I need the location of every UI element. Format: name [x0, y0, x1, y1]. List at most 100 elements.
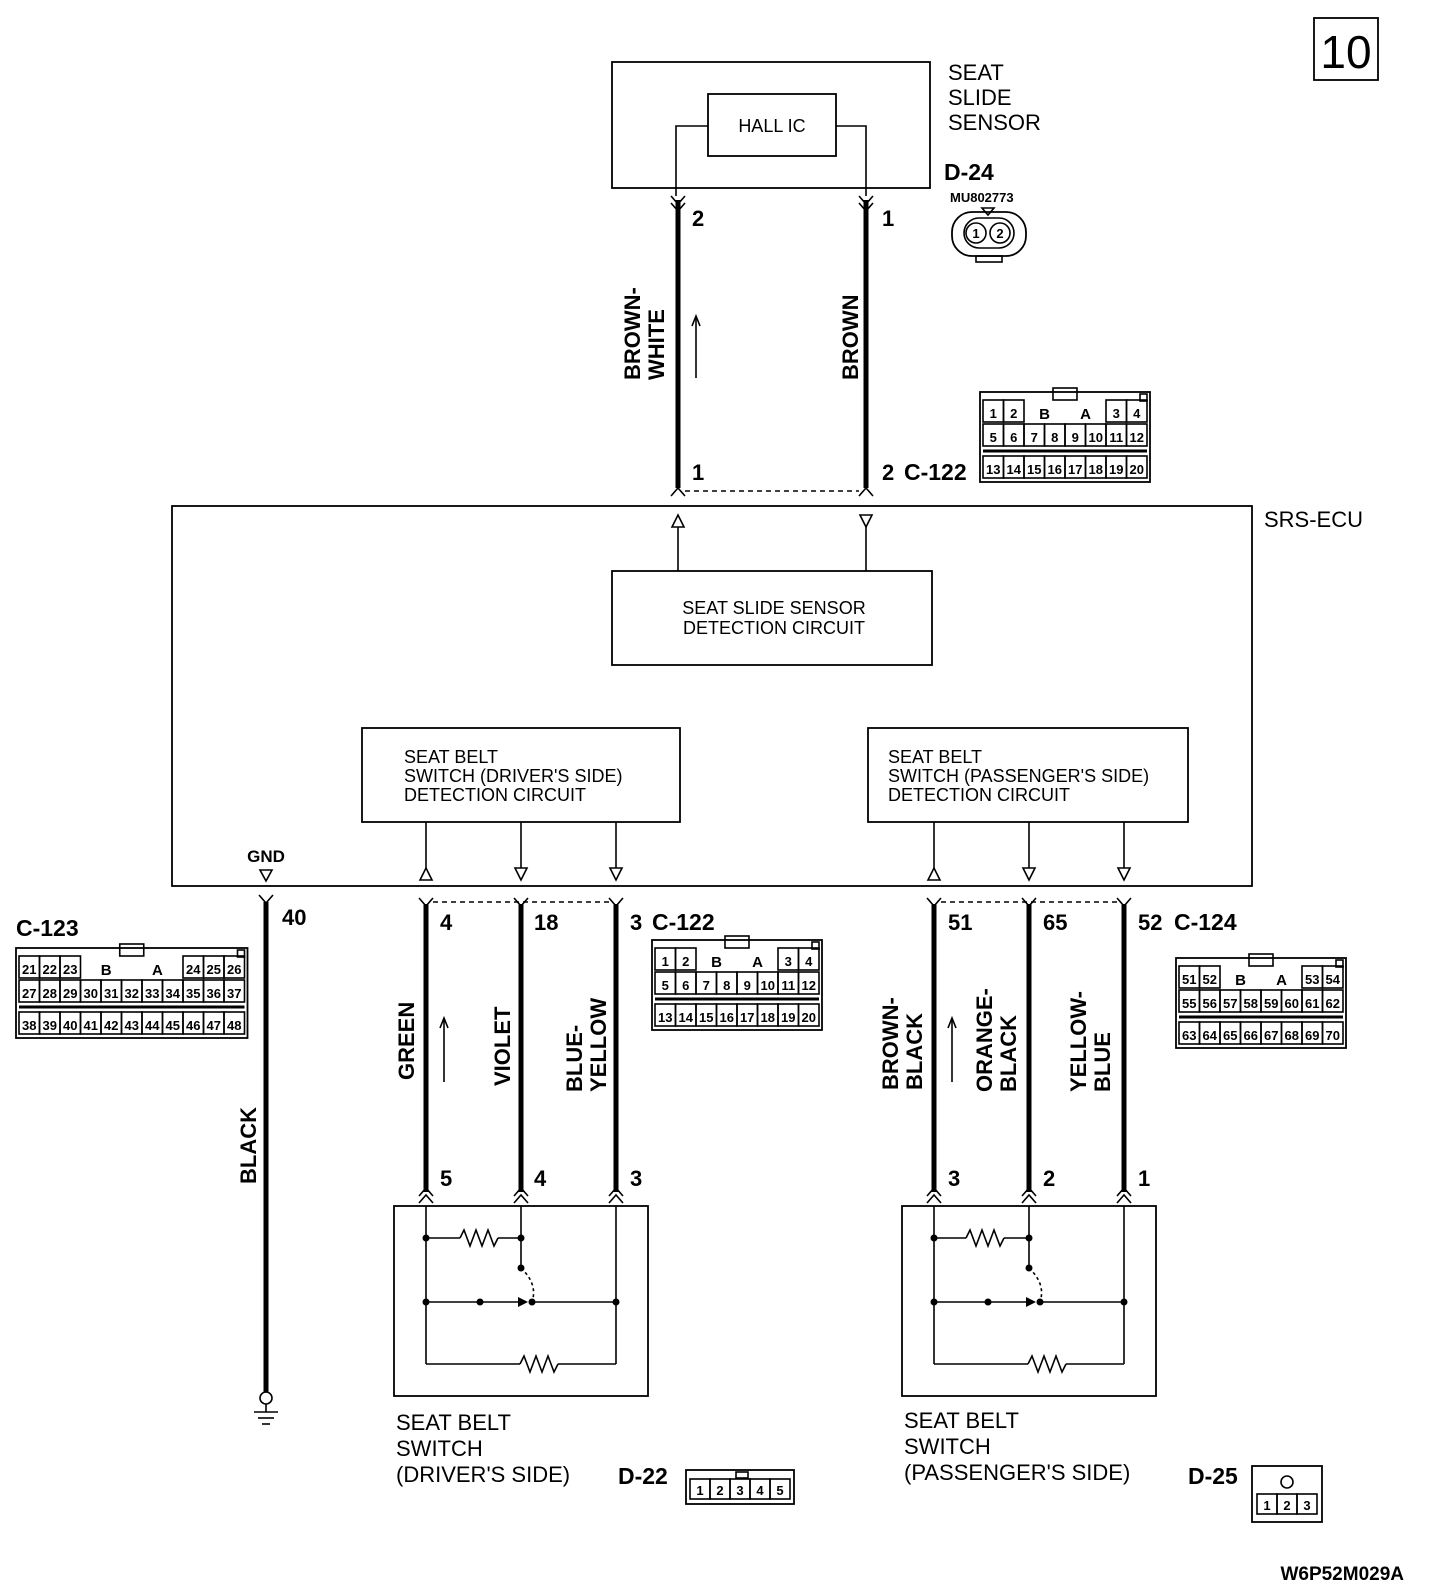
connector-pin: 4 — [805, 954, 813, 969]
connector-marker: A — [752, 954, 763, 971]
ecu-pin-18: 18 — [534, 910, 558, 935]
connector-pin: 63 — [1182, 1028, 1196, 1043]
passenger-circuit-line-2: SWITCH (PASSENGER'S SIDE) — [888, 766, 1149, 786]
hall-ic-box — [707, 93, 837, 157]
switch-pin-4: 4 — [534, 1166, 547, 1191]
connector-pin: 2 — [716, 1483, 723, 1498]
ecu-pin-3: 3 — [630, 910, 642, 935]
connector-pin: 69 — [1305, 1028, 1319, 1043]
connector-pin: 15 — [699, 1010, 713, 1025]
d24-pin-2: 2 — [996, 226, 1003, 241]
connector-pin: 5 — [776, 1483, 783, 1498]
connector-pin: 2 — [682, 954, 689, 969]
switch-pin-3: 3 — [630, 1166, 642, 1191]
srs-ecu: SRS-ECU SEAT SLIDE SENSOR DETECTION CIRC… — [171, 505, 1363, 887]
d22-connector-id: D-22 — [618, 1463, 668, 1489]
connector-pin: 19 — [781, 1010, 795, 1025]
seat-slide-sensor-box — [611, 61, 931, 189]
connector-pin: 48 — [227, 1018, 241, 1033]
connector-pin: 59 — [1264, 996, 1278, 1011]
connector-pin: 60 — [1285, 996, 1299, 1011]
c122-bottom-connector-id: C-122 — [652, 909, 715, 935]
switch-pin-3-passenger: 3 — [948, 1166, 960, 1191]
resistor-icon — [1027, 1353, 1067, 1375]
connector-pin: 54 — [1326, 972, 1341, 987]
driver-seat-belt-switch: SEAT BELT SWITCH (DRIVER'S SIDE) D-22 — [393, 1205, 668, 1489]
connector-marker: A — [1276, 972, 1287, 989]
connector-pin: 29 — [63, 986, 77, 1001]
switch-pin-2-passenger: 2 — [1043, 1166, 1055, 1191]
connector-pin: 27 — [22, 986, 36, 1001]
ecu-pin-2: 2 — [882, 460, 894, 485]
ground-icon — [259, 1391, 273, 1405]
connector-marker: B — [1235, 972, 1246, 989]
connector-pin: 4 — [756, 1483, 764, 1498]
connector-marker: A — [152, 962, 163, 979]
sensor-pin-2: 2 — [692, 206, 704, 231]
connector-pin: 9 — [744, 978, 751, 993]
connector-pin: 17 — [1068, 462, 1082, 477]
connector-pin: 1 — [662, 954, 669, 969]
ecu-pin-51: 51 — [948, 910, 972, 935]
connector-pin: 61 — [1305, 996, 1319, 1011]
connector-pin: 70 — [1326, 1028, 1340, 1043]
connector-pin: 20 — [1130, 462, 1144, 477]
wire-label-orange-black-1: ORANGE- — [972, 988, 997, 1092]
ecu-pin-40: 40 — [282, 905, 306, 930]
connector-pin: 30 — [84, 986, 98, 1001]
connector-pin: 36 — [207, 986, 221, 1001]
connector-pin: 22 — [43, 962, 57, 977]
connector-pin: 47 — [207, 1018, 221, 1033]
connector-pin: 9 — [1072, 430, 1079, 445]
connector-pin: 15 — [1027, 462, 1041, 477]
wire-label-yellow-blue-2: BLUE — [1090, 1032, 1115, 1092]
connector-pin: 3 — [1113, 406, 1120, 421]
connector-pin: 3 — [1303, 1498, 1310, 1513]
connector-pin: 1 — [696, 1483, 703, 1498]
connector-pin: 53 — [1305, 972, 1319, 987]
connector-pin: 6 — [682, 978, 689, 993]
c123-connector-id: C-123 — [16, 915, 79, 941]
connector-pin: 2 — [1010, 406, 1017, 421]
connector-pin: 13 — [658, 1010, 672, 1025]
connector-pin: 7 — [1031, 430, 1038, 445]
gnd-label: GND — [247, 847, 285, 866]
passenger-switch-label-2: SWITCH — [904, 1434, 991, 1459]
connector-pin: 57 — [1223, 996, 1237, 1011]
connector-pin: 62 — [1326, 996, 1340, 1011]
connector-pin: 18 — [761, 1010, 775, 1025]
connector-pin: 28 — [43, 986, 57, 1001]
passenger-circuit-line-3: DETECTION CIRCUIT — [888, 785, 1070, 805]
sensor-pin-1: 1 — [882, 206, 894, 231]
gnd-terminal-icon — [258, 869, 274, 883]
connector-pin: 25 — [207, 962, 221, 977]
srs-ecu-label: SRS-ECU — [1264, 507, 1363, 532]
connector-pin: 14 — [679, 1010, 694, 1025]
wire-label-brown: BROWN — [838, 294, 863, 380]
connector-pin: 5 — [990, 430, 997, 445]
srs-ecu-box — [171, 505, 1253, 887]
page-number: 10 — [1320, 26, 1371, 78]
connector-pin: 43 — [125, 1018, 139, 1033]
driver-switch-label-3: (DRIVER'S SIDE) — [396, 1462, 570, 1487]
connector-pin: 11 — [781, 978, 795, 993]
connector-pin: 38 — [22, 1018, 36, 1033]
connector-pin: 3 — [785, 954, 792, 969]
ecu-pin-52: 52 — [1138, 910, 1162, 935]
wire-label-brown-black-1: BROWN- — [878, 997, 903, 1090]
wire-label-brown-black-2: BLACK — [902, 1013, 927, 1090]
connector-pin: 3 — [736, 1483, 743, 1498]
connector-pin: 24 — [186, 962, 201, 977]
connector-pin: 31 — [104, 986, 118, 1001]
seat-slide-sensor-title-1: SEAT — [948, 60, 1004, 85]
seat-slide-circuit-line-2: DETECTION CIRCUIT — [683, 618, 865, 638]
connector-pin: 10 — [1089, 430, 1103, 445]
connector-pin: 8 — [1051, 430, 1058, 445]
connector-pin: 8 — [723, 978, 730, 993]
page-number-box — [1313, 17, 1379, 81]
connector-pin: 45 — [166, 1018, 180, 1033]
upper-wires: 2 1 BROWN- WHITE BROWN 1 2 C-122 — [620, 195, 967, 497]
